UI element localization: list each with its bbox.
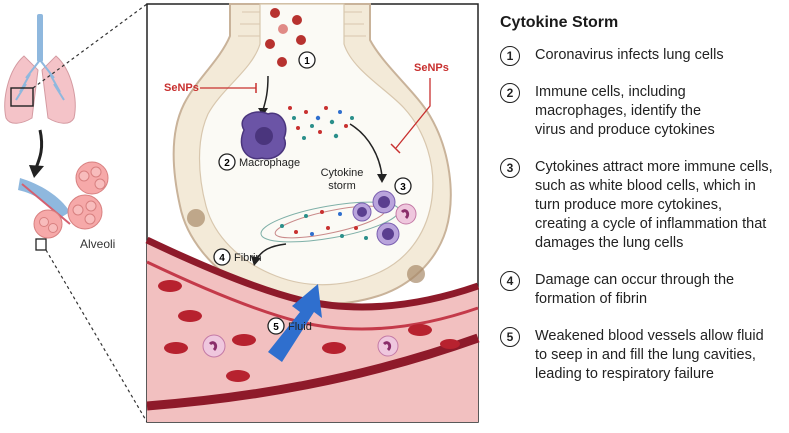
step-2: 2 Immune cells, including macrophages, i… [500,83,785,140]
fibrin-label: Fibrin [234,252,262,264]
red-blood-cell-icon [158,280,460,382]
marker-4: 4 [219,253,225,264]
step-3-number: 3 [500,158,520,178]
white-blood-cell-icon [202,334,399,358]
legend-title: Cytokine Storm [500,14,619,31]
fluid-label: Fluid [288,321,312,333]
senps-left-label: SeNPs [164,82,199,94]
step-4: 4 Damage can occur through the formation… [500,271,785,309]
legend: Cytokine Storm 1 Coronavirus infects lun… [500,14,785,384]
step-5-number: 5 [500,327,520,347]
virus-icon [265,8,306,67]
marker-2: 2 [224,158,230,169]
marker-1: 1 [304,56,310,67]
step-4-number: 4 [500,271,520,291]
step-1-text: Coronavirus infects lung cells [535,47,724,63]
alveoli-cluster-icon [18,161,109,251]
fluid-arrow-icon [268,284,322,362]
inhibitor-icon [390,78,431,154]
cytokine-storm-label-line1: Cytokine [321,167,364,179]
step-3-text: Cytokines attract more immune cells, suc… [535,159,773,251]
step-4-text: Damage can occur through the formation o… [535,272,735,307]
step-1-number: 1 [500,46,520,66]
white-blood-cell-icon [352,190,417,246]
step-2-text: Immune cells, including macrophages, ide… [535,84,715,138]
marker-3: 3 [400,182,406,193]
step-1: 1 Coronavirus infects lung cells [500,46,785,66]
step-5-text: Weakened blood vessels allow fluid to se… [535,328,764,382]
senps-right-label: SeNPs [414,62,449,74]
inhibitor-icon [200,83,257,93]
lung-icon [4,14,76,124]
macrophage-icon [240,111,287,160]
zoom-arrow [34,129,44,169]
step-2-number: 2 [500,83,520,103]
cytokine-dot-icon [288,106,354,140]
step-3: 3 Cytokines attract more immune cells, s… [500,158,785,253]
step-5: 5 Weakened blood vessels allow fluid to … [500,327,785,384]
marker-5: 5 [273,322,279,333]
alveoli-label: Alveoli [80,237,115,251]
macrophage-label: Macrophage [239,157,300,169]
cytokine-storm-label-line2: storm [328,180,356,192]
